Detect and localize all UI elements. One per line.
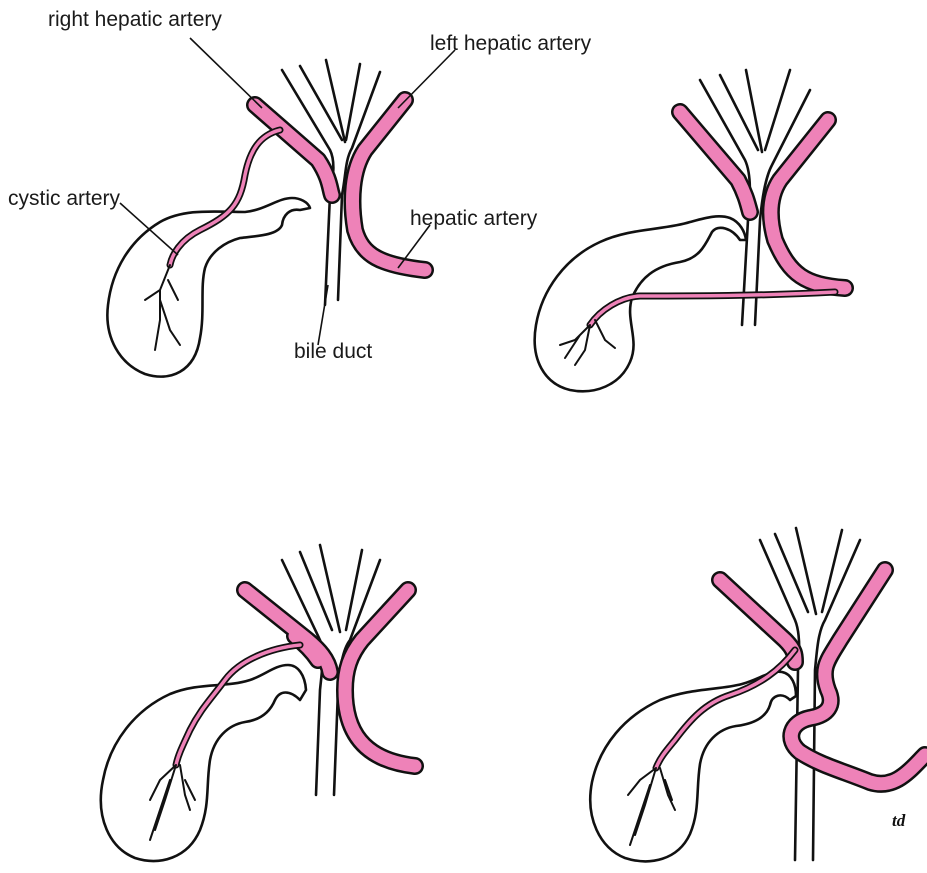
panel-bottom-left	[101, 545, 415, 861]
label-hepatic-artery: hepatic artery	[410, 207, 538, 230]
label-right-hepatic-artery: right hepatic artery	[48, 8, 222, 31]
signature-mark: td	[892, 811, 906, 830]
panel-top-left: right hepatic artery left hepatic artery…	[8, 8, 592, 377]
gallbladder	[590, 672, 796, 862]
panel-bottom-right: td	[590, 528, 925, 861]
panel-top-right	[535, 70, 845, 391]
label-bile-duct: bile duct	[294, 340, 372, 363]
gallbladder	[535, 216, 746, 391]
label-cystic-artery: cystic artery	[8, 187, 121, 210]
label-left-hepatic-artery: left hepatic artery	[430, 32, 592, 55]
gallbladder	[101, 665, 306, 861]
